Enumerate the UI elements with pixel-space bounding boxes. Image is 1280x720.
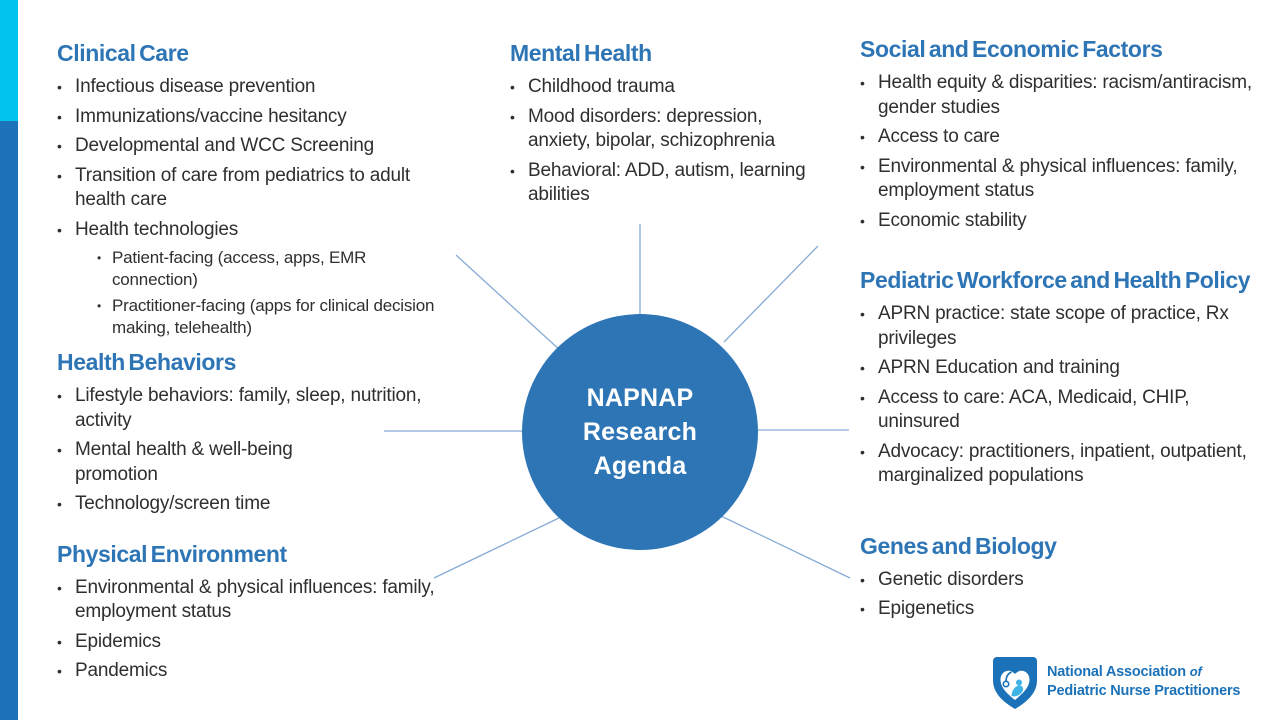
- center-circle-line: Agenda: [593, 452, 687, 480]
- section-title: Clinical Care: [57, 40, 189, 66]
- bullet-icon: •: [57, 221, 62, 238]
- list-item: •Environmental & physical influences: fa…: [860, 155, 1264, 204]
- spoke-genes-biology: [720, 515, 851, 579]
- bullet-icon: •: [57, 579, 62, 596]
- list-item: •Transition of care from pediatrics to a…: [57, 164, 449, 213]
- list-item: •APRN Education and training: [860, 356, 1264, 381]
- napnap-logo-text: National Association of Pediatric Nurse …: [1047, 656, 1240, 710]
- list-item: •Economic stability: [860, 209, 1264, 234]
- list-subitem: •Practitioner-facing (apps for clinical …: [97, 296, 435, 337]
- bullet-icon: •: [57, 633, 62, 650]
- bullet-icon: •: [860, 360, 865, 376]
- section-physical-environment: Physical Environment •Environmental & ph…: [57, 541, 449, 684]
- napnap-logo: National Association of Pediatric Nurse …: [992, 656, 1240, 710]
- list-item: •Environmental & physical influences: fa…: [57, 576, 449, 625]
- section-health-behaviors: Health Behaviors •Lifestyle behaviors: f…: [57, 349, 449, 517]
- list-subitem: •Patient-facing (access, apps, EMR conne…: [97, 248, 367, 289]
- list-item: •Mental health & well-being promotion: [57, 438, 449, 487]
- list-item: •Behavioral: ADD, autism, learning abili…: [510, 159, 820, 208]
- section-social-economic: Social and Economic Factors •Health equi…: [860, 36, 1264, 233]
- list-item: •Health technologies: [57, 218, 449, 243]
- bullet-icon: •: [57, 167, 62, 184]
- bullet-icon: •: [860, 389, 865, 406]
- bullet-icon: •: [57, 108, 62, 125]
- center-column: Mental Health •Childhood trauma •Mood di…: [510, 40, 820, 213]
- bullet-icon: •: [860, 306, 865, 322]
- section-title: Pediatric Workforce and Health Policy: [860, 267, 1251, 293]
- bullet-icon: •: [860, 158, 865, 175]
- center-circle-line: Research: [582, 418, 698, 446]
- list-item: •Infectious disease prevention: [57, 75, 449, 100]
- section-workforce-policy: Pediatric Workforce and Health Policy •A…: [860, 267, 1264, 489]
- bullet-icon: •: [510, 162, 515, 179]
- left-accent-bar-cyan: [0, 0, 18, 121]
- list-item: •APRN practice: state scope of practice,…: [860, 302, 1264, 351]
- list-item: •Lifestyle behaviors: family, sleep, nut…: [57, 384, 449, 433]
- list-item: •Epigenetics: [860, 597, 1264, 622]
- bullet-icon: •: [860, 601, 865, 617]
- list-item: •Access to care: [860, 125, 1264, 150]
- list-item: •Childhood trauma: [510, 75, 820, 100]
- list-item: •Immunizations/vaccine hesitancy: [57, 105, 449, 130]
- bullet-icon: •: [860, 571, 865, 588]
- section-title: Health Behaviors: [57, 349, 236, 375]
- napnap-shield-icon: [993, 657, 1037, 709]
- center-circle: NAPNAP Research Agenda: [522, 314, 758, 550]
- logo-line-1: National Association of: [1047, 664, 1202, 680]
- bullet-icon: •: [57, 663, 62, 679]
- section-mental-health: Mental Health •Childhood trauma •Mood di…: [510, 40, 820, 208]
- logo-line-2: Pediatric Nurse Practitioners: [1047, 682, 1241, 699]
- spoke-physical-environment: [433, 516, 562, 579]
- spoke-clinical-care: [455, 254, 563, 353]
- list-item: •Access to care: ACA, Medicaid, CHIP, un…: [860, 386, 1264, 435]
- list-item: •Advocacy: practitioners, inpatient, out…: [860, 440, 1264, 489]
- list-item: •Mood disorders: depression, anxiety, bi…: [510, 105, 820, 154]
- bullet-icon: •: [510, 79, 515, 95]
- bullet-icon: •: [57, 442, 62, 458]
- section-title: Genes and Biology: [860, 532, 1057, 559]
- bullet-icon: •: [860, 212, 865, 229]
- section-clinical-care: Clinical Care •Infectious disease preven…: [57, 40, 449, 339]
- list-item: •Technology/screen time: [57, 492, 449, 517]
- bullet-icon: •: [860, 443, 865, 460]
- list-item: •Pandemics: [57, 659, 449, 684]
- spoke-social-economic: [723, 245, 819, 343]
- section-title: Social and Economic Factors: [860, 36, 1163, 62]
- left-column: Clinical Care •Infectious disease preven…: [57, 40, 449, 689]
- section-title: Physical Environment: [57, 540, 287, 567]
- bullet-icon: •: [57, 496, 62, 512]
- bullet-icon: •: [57, 388, 62, 404]
- bullet-icon: •: [97, 299, 102, 313]
- bullet-icon: •: [57, 138, 62, 154]
- bullet-icon: •: [510, 108, 515, 125]
- section-genes-biology: Genes and Biology •Genetic disorders •Ep…: [860, 533, 1264, 622]
- list-item: •Genetic disorders: [860, 568, 1264, 593]
- bullet-icon: •: [97, 251, 102, 265]
- section-title: Mental Health: [510, 40, 652, 66]
- list-item: •Health equity & disparities: racism/ant…: [860, 71, 1264, 120]
- bullet-icon: •: [57, 79, 62, 95]
- bullet-icon: •: [860, 129, 865, 145]
- left-accent-bar-blue: [0, 121, 18, 720]
- center-circle-line: NAPNAP: [586, 384, 694, 412]
- bullet-icon: •: [860, 75, 865, 91]
- right-column: Social and Economic Factors •Health equi…: [860, 36, 1264, 627]
- list-item: •Developmental and WCC Screening: [57, 134, 449, 159]
- list-item: •Epidemics: [57, 630, 449, 655]
